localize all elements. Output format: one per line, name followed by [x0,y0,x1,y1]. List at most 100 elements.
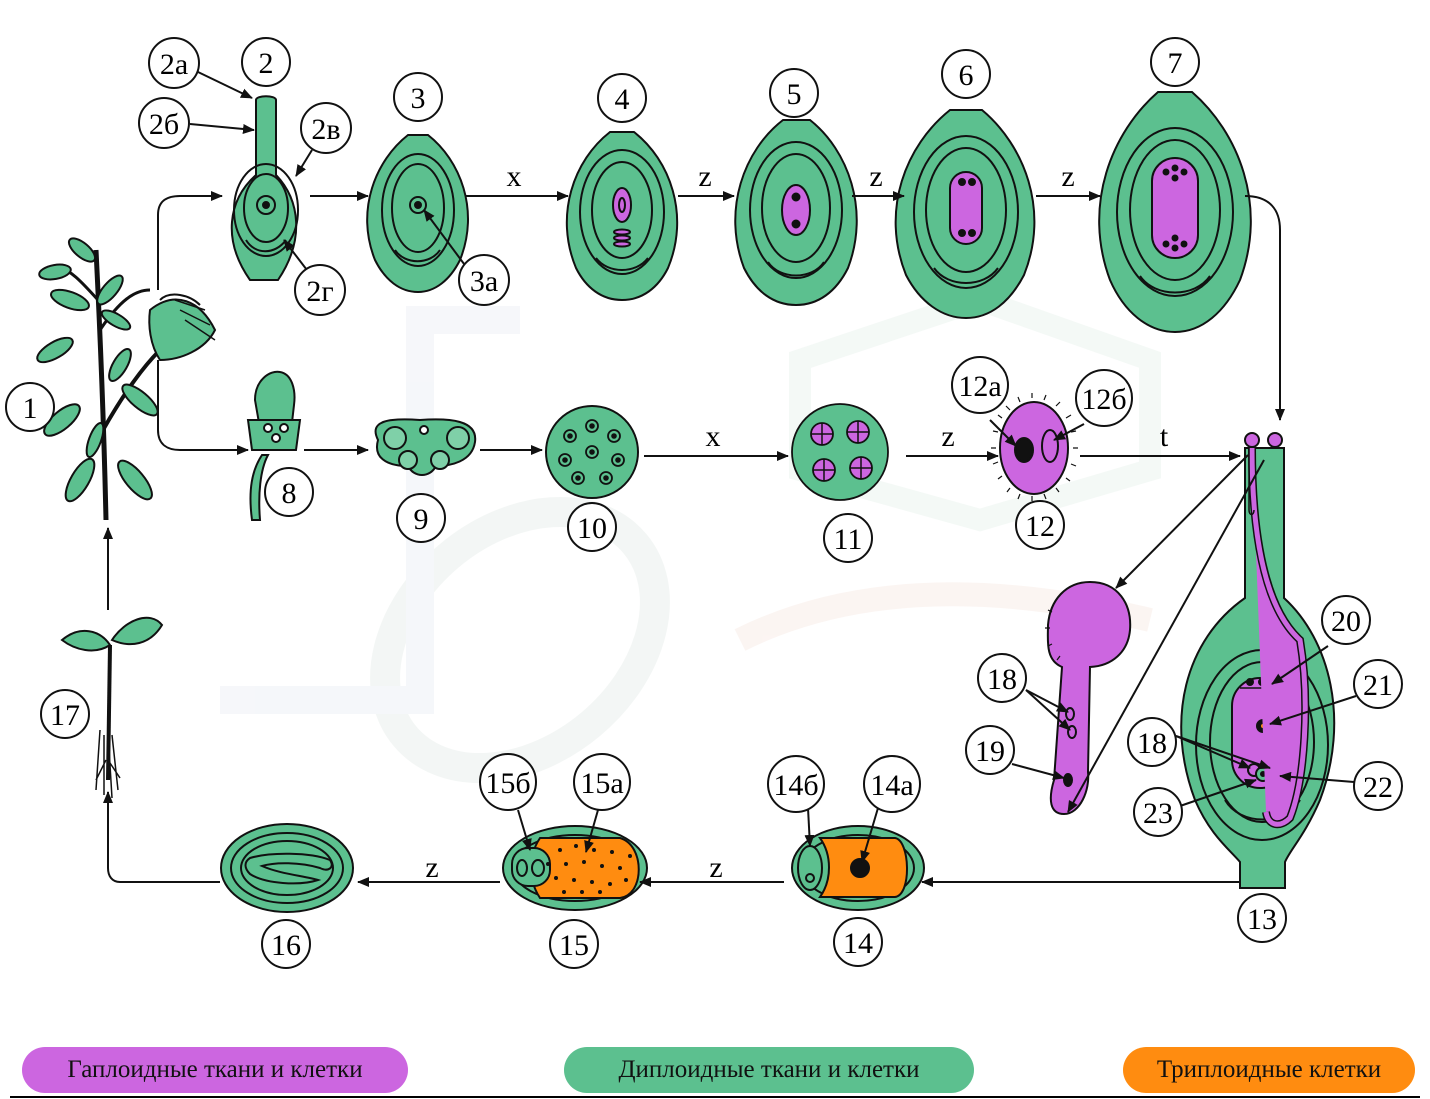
svg-text:20: 20 [1331,605,1361,638]
label-21: 21 [1353,659,1403,709]
ovule-stage-7 [1098,91,1252,334]
label-2a: 2а [148,37,200,89]
svg-text:14б: 14б [773,769,818,802]
label-14: 14 [833,917,883,967]
bottom-rule [10,1096,1420,1098]
edge-label-z1: z [698,160,711,193]
label-2b: 2б [138,97,190,149]
svg-text:22: 22 [1363,771,1393,804]
label-7: 7 [1150,37,1200,87]
germinating-pollen-tube [1045,580,1132,816]
label-3a: 3а [458,254,510,306]
svg-text:2г: 2г [306,275,333,308]
edge-label-z3: z [1061,160,1074,193]
label-18-ovule: 18 [1127,717,1177,767]
svg-text:11: 11 [834,523,863,556]
svg-text:14а: 14а [870,769,913,802]
legend-triploid-text: Триплоидные клетки [1156,1056,1382,1083]
label-6: 6 [941,49,991,99]
label-14b: 14б [767,755,825,813]
svg-text:15а: 15а [580,767,623,800]
label-5: 5 [769,68,819,118]
label-19: 19 [965,725,1015,775]
svg-text:23: 23 [1143,797,1173,830]
edge-label-z6: z [425,851,438,884]
label-20: 20 [1321,595,1371,645]
label-17: 17 [40,689,90,739]
label-15b: 15б [479,753,537,811]
legend-diploid-text: Диплоидные ткани и клетки [618,1056,920,1083]
label-9: 9 [396,493,446,543]
svg-text:17: 17 [50,699,80,732]
svg-text:18: 18 [987,663,1017,696]
svg-text:10: 10 [577,512,607,545]
svg-text:16: 16 [271,929,301,962]
edge-label-z5: z [709,851,722,884]
label-11: 11 [823,513,873,563]
svg-text:1: 1 [23,392,38,425]
label-8: 8 [264,467,314,517]
svg-text:18: 18 [1137,727,1167,760]
seedling-17 [60,616,164,799]
legend-haploid-text: Гаплоидные ткани и клетки [67,1056,363,1083]
svg-text:3а: 3а [470,265,498,298]
svg-text:2а: 2а [160,48,188,81]
anther-cross-section-9 [374,418,477,476]
svg-text:19: 19 [975,735,1005,768]
label-12b: 12б [1075,369,1133,427]
svg-text:4: 4 [615,83,630,116]
developing-seed-14 [791,825,925,911]
microspore-tetrads-11 [791,403,889,501]
label-10: 10 [567,502,617,552]
svg-text:21: 21 [1363,669,1393,702]
edge-label-x1: x [507,160,522,193]
svg-text:12а: 12а [958,370,1001,403]
svg-text:7: 7 [1168,47,1183,80]
ovule-stage-5 [734,119,858,307]
label-14a: 14а [863,755,921,813]
ovule-stage-4 [565,131,679,302]
legend-triploid: Триплоидные клетки [1123,1047,1415,1093]
pistil-fertilization-13 [1180,432,1336,889]
label-12a: 12а [951,356,1009,414]
legend-diploid: Диплоидные ткани и клетки [564,1047,974,1093]
label-2: 2 [241,37,291,87]
label-2v: 2в [300,102,352,154]
svg-text:8: 8 [282,477,297,510]
stamen-stage-8 [246,370,302,521]
pollen-grain-12 [991,393,1078,501]
svg-text:15: 15 [559,929,589,962]
label-13: 13 [1237,893,1287,943]
legend-haploid: Гаплоидные ткани и клетки [22,1047,408,1093]
microspore-mother-cells-10 [545,405,639,499]
label-18-tube: 18 [977,653,1027,703]
svg-text:2: 2 [259,47,274,80]
label-12: 12 [1015,500,1065,550]
edge-label-z4: z [941,420,954,453]
svg-text:13: 13 [1247,903,1277,936]
developing-seed-15 [502,825,648,911]
edge-labels: x z z z x z t z z [425,160,1168,884]
edge-label-z2: z [869,160,882,193]
label-2g: 2г [294,264,346,316]
edge-label-x2: x [706,420,721,453]
svg-text:12б: 12б [1081,383,1126,416]
label-15: 15 [549,919,599,969]
svg-text:9: 9 [414,503,429,536]
svg-text:2в: 2в [311,113,340,146]
ovule-stage-3 [366,134,469,294]
label-16: 16 [261,919,311,969]
svg-text:12: 12 [1025,510,1055,543]
label-15a: 15а [573,753,631,811]
label-4: 4 [597,73,647,123]
label-3: 3 [393,72,443,122]
svg-text:15б: 15б [485,767,530,800]
ovule-stage-6 [894,109,1036,320]
label-1: 1 [5,382,55,432]
svg-text:2б: 2б [149,108,179,141]
ovule-stage-2 [230,95,299,281]
label-23: 23 [1133,787,1183,837]
stage-labels: 1 2 2а 2б 2в 2г 3 3а 4 5 6 7 8 9 10 11 1… [5,37,1403,969]
edge-label-t: t [1160,420,1169,453]
